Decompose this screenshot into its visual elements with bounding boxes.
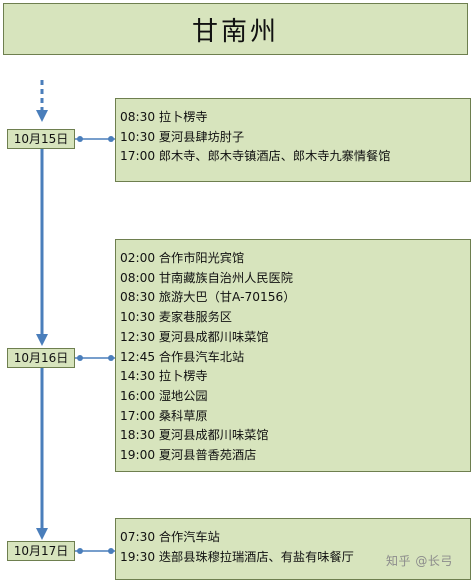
connector-dot: [77, 548, 83, 554]
event-time: 17:00: [120, 149, 156, 164]
event-line: 08:30 拉卜楞寺: [120, 108, 466, 128]
event-place: 合作县汽车北站: [158, 349, 245, 364]
event-line: 14:30 拉卜楞寺: [120, 367, 466, 387]
event-time: 19:30: [120, 549, 156, 564]
event-time: 14:30: [120, 369, 156, 384]
event-line: 02:00 合作市阳光宾馆: [120, 249, 466, 269]
event-line: 12:30 夏河县成都川味菜馆: [120, 328, 466, 348]
event-time: 07:30: [120, 530, 156, 544]
event-place: 合作汽车站: [158, 530, 220, 544]
event-place: 湿地公园: [158, 388, 208, 403]
connector-dot: [108, 548, 114, 554]
event-time: 10:30: [120, 129, 156, 144]
event-line: 16:00 湿地公园: [120, 387, 466, 407]
event-place: 合作市阳光宾馆: [158, 251, 245, 265]
event-line: 08:30 旅游大巴（甘A-70156）: [120, 288, 466, 308]
event-time: 02:00: [120, 251, 156, 265]
event-line: 10:30 夏河县肆坊肘子: [120, 128, 466, 148]
page-title: 甘南州: [191, 16, 279, 47]
event-time: 18:30: [120, 428, 156, 443]
event-place: 麦家巷服务区: [158, 310, 232, 325]
event-box-day1: 08:30 拉卜楞寺 10:30 夏河县肆坊肘子 17:00 郎木寺、郎木寺镇酒…: [115, 98, 471, 182]
event-line: 07:30 合作汽车站: [120, 528, 466, 548]
watermark: 知乎 @长弓: [386, 554, 453, 568]
event-line: 19:00 夏河县普香苑酒店: [120, 446, 466, 466]
event-box-day3: 07:30 合作汽车站 19:30 迭部县珠穆拉瑞酒店、有盐有味餐厅: [115, 518, 471, 580]
event-time: 10:30: [120, 310, 156, 325]
connector-dot: [77, 355, 83, 361]
event-place: 夏河县成都川味菜馆: [158, 329, 269, 344]
event-line: 12:45 合作县汽车北站: [120, 348, 466, 368]
event-place: 夏河县成都川味菜馆: [158, 428, 269, 443]
event-line: 17:00 郎木寺、郎木寺镇酒店、郎木寺九寨情餐馆: [120, 147, 466, 167]
event-time: 12:30: [120, 329, 156, 344]
connector-dot: [108, 355, 114, 361]
event-time: 19:00: [120, 448, 156, 463]
event-time: 16:00: [120, 388, 156, 403]
title-box: 甘南州: [3, 3, 468, 55]
event-place: 夏河县肆坊肘子: [158, 129, 245, 144]
event-time: 08:30: [120, 110, 156, 124]
event-line: 08:00 甘南藏族自治州人民医院: [120, 269, 466, 289]
connector-dot: [77, 136, 83, 142]
event-line: 10:30 麦家巷服务区: [120, 308, 466, 328]
event-place: 拉卜楞寺: [158, 110, 208, 124]
event-time: 12:45: [120, 349, 156, 364]
event-time: 08:00: [120, 270, 156, 285]
connector-dot: [108, 136, 114, 142]
event-time: 08:30: [120, 290, 156, 305]
event-place: 郎木寺、郎木寺镇酒店、郎木寺九寨情餐馆: [158, 149, 391, 164]
event-place: 甘南藏族自治州人民医院: [158, 270, 293, 285]
event-place: 拉卜楞寺: [158, 369, 208, 384]
event-place: 旅游大巴（甘A-70156）: [158, 290, 296, 305]
date-box-day1: 10月15日: [7, 129, 75, 149]
date-box-day3: 10月17日: [7, 541, 75, 561]
event-place: 迭部县珠穆拉瑞酒店、有盐有味餐厅: [158, 549, 354, 564]
event-place: 夏河县普香苑酒店: [158, 448, 257, 463]
event-line: 17:00 桑科草原: [120, 407, 466, 427]
event-line: 18:30 夏河县成都川味菜馆: [120, 426, 466, 446]
event-time: 17:00: [120, 408, 156, 423]
event-place: 桑科草原: [158, 408, 208, 423]
date-box-day2: 10月16日: [7, 348, 75, 368]
event-line: 19:30 迭部县珠穆拉瑞酒店、有盐有味餐厅: [120, 548, 466, 568]
event-box-day2: 02:00 合作市阳光宾馆 08:00 甘南藏族自治州人民医院 08:30 旅游…: [115, 239, 471, 472]
